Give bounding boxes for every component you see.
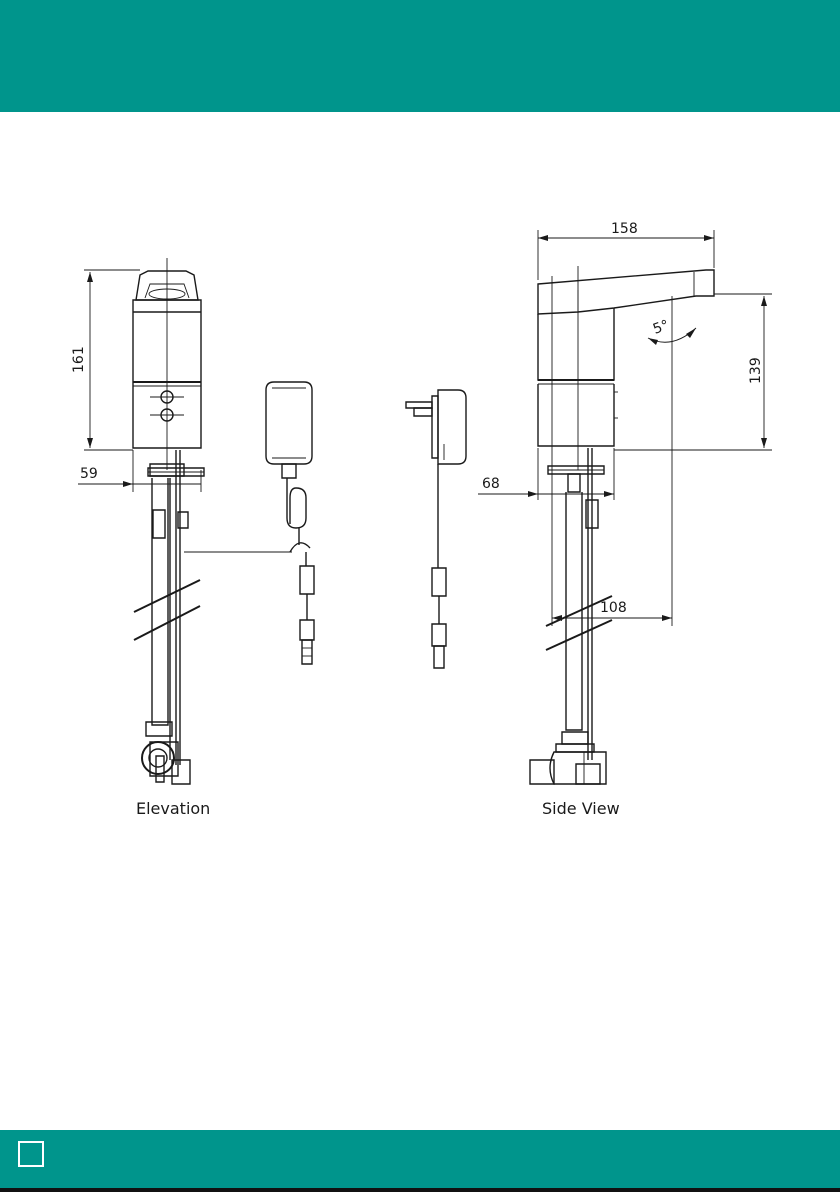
dimension-height-elevation: 161	[71, 346, 87, 373]
footer-band	[0, 1130, 840, 1188]
side-view-tap	[530, 266, 714, 784]
dimension-width-elevation: 59	[80, 466, 98, 482]
page-marker-box	[18, 1141, 44, 1167]
caption-side-view: Side View	[542, 799, 620, 818]
side-view-dimensions	[478, 230, 772, 626]
elevation-tap	[133, 258, 204, 784]
dimension-spout-angle: 5°	[651, 317, 671, 337]
dimension-body-width-side: 68	[482, 476, 500, 492]
power-adapter-front	[266, 382, 314, 664]
dimension-spout-reach: 108	[600, 600, 627, 616]
dimension-spout-length: 158	[611, 221, 638, 237]
bottom-rule	[0, 1188, 840, 1192]
dimension-outlet-height: 139	[748, 357, 764, 384]
header-band	[0, 0, 840, 112]
caption-elevation: Elevation	[136, 799, 210, 818]
technical-drawing: 161 59	[0, 112, 840, 1130]
power-adapter-side	[406, 390, 466, 668]
